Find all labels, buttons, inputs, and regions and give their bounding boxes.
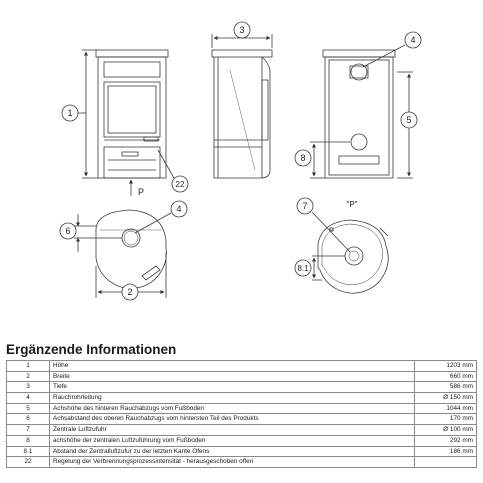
- callout-6-label: 6: [65, 226, 70, 236]
- spec-number: 1: [6, 360, 50, 372]
- technical-drawing: 1 22 3 4 5 8 4 6 2 7 8.1 P "P": [59, 21, 422, 301]
- spec-label: Höhe: [49, 360, 415, 372]
- callout-22-label: 22: [176, 180, 185, 189]
- spec-value: 660 mm: [414, 370, 477, 383]
- spec-label: Zentrale Luftzufuhr: [49, 424, 415, 436]
- section-title: Ergänzende Informationen: [6, 342, 177, 357]
- front-view: [95, 49, 169, 179]
- spec-label: achshöhe der zentralen Luftzuführung vom…: [49, 434, 415, 447]
- spec-label: Abstand der Zentralluftzufur zu der letz…: [49, 445, 415, 458]
- spec-number: 5: [6, 402, 50, 415]
- callout-7-label: 7: [302, 201, 307, 211]
- callout-8: [294, 149, 312, 167]
- spec-value: 186 mm: [414, 445, 477, 458]
- spec-label: Tiefe: [49, 381, 415, 394]
- spec-label: Achsabstand des oberen Rauchabzugs vom h…: [49, 413, 415, 426]
- callout-5-label: 5: [406, 115, 411, 125]
- spec-value: Ø 150 mm: [414, 392, 477, 404]
- callout-8-1: [294, 259, 312, 277]
- spec-value: 170 mm: [414, 413, 477, 426]
- spec-number: 8: [6, 434, 50, 447]
- callout-2: [121, 283, 139, 301]
- spec-label: Achshöhe des hinteren Rauchabzugs vom Fu…: [49, 402, 415, 415]
- callout-8-1-label: 8.1: [297, 264, 309, 273]
- spec-number: 8.1: [6, 445, 50, 458]
- p-view: [317, 219, 389, 294]
- spec-label: Rauchrohrleitung: [49, 392, 415, 404]
- spec-number: 6: [6, 413, 50, 426]
- callout-4-back-label: 4: [410, 35, 415, 45]
- callout-4-back: [404, 31, 422, 49]
- spec-value: Ø 100 mm: [414, 424, 477, 436]
- back-view: [322, 49, 396, 179]
- spec-value: 1044 mm: [414, 402, 477, 415]
- spec-number: 4: [6, 392, 50, 404]
- spec-label: Regelung der Verbrennungsprozessintensit…: [49, 456, 415, 468]
- callout-5: [400, 111, 418, 129]
- callout-6: [59, 222, 77, 240]
- side-view: [211, 49, 273, 179]
- spec-value: 292 mm: [414, 434, 477, 447]
- callout-4-top-label: 4: [176, 204, 181, 214]
- spec-label: Breite: [49, 370, 415, 383]
- p-arrow-label: P: [138, 187, 144, 197]
- spec-number: 3: [6, 381, 50, 394]
- callout-4-top: [170, 200, 188, 218]
- spec-number: 2: [6, 370, 50, 383]
- callout-7: [296, 197, 314, 215]
- callout-1-label: 1: [67, 108, 72, 118]
- callout-22: [171, 175, 189, 193]
- spec-number: 22: [6, 456, 50, 468]
- p-view-label: "P": [346, 200, 357, 209]
- spec-value: 1203 mm: [414, 360, 477, 372]
- callout-3: [233, 21, 251, 39]
- spec-value: [414, 456, 477, 468]
- callout-3-label: 3: [239, 25, 244, 35]
- spec-value: 586 mm: [414, 381, 477, 394]
- spec-number: 7: [6, 424, 50, 436]
- callout-2-label: 2: [127, 287, 132, 297]
- callout-8-label: 8: [300, 153, 305, 163]
